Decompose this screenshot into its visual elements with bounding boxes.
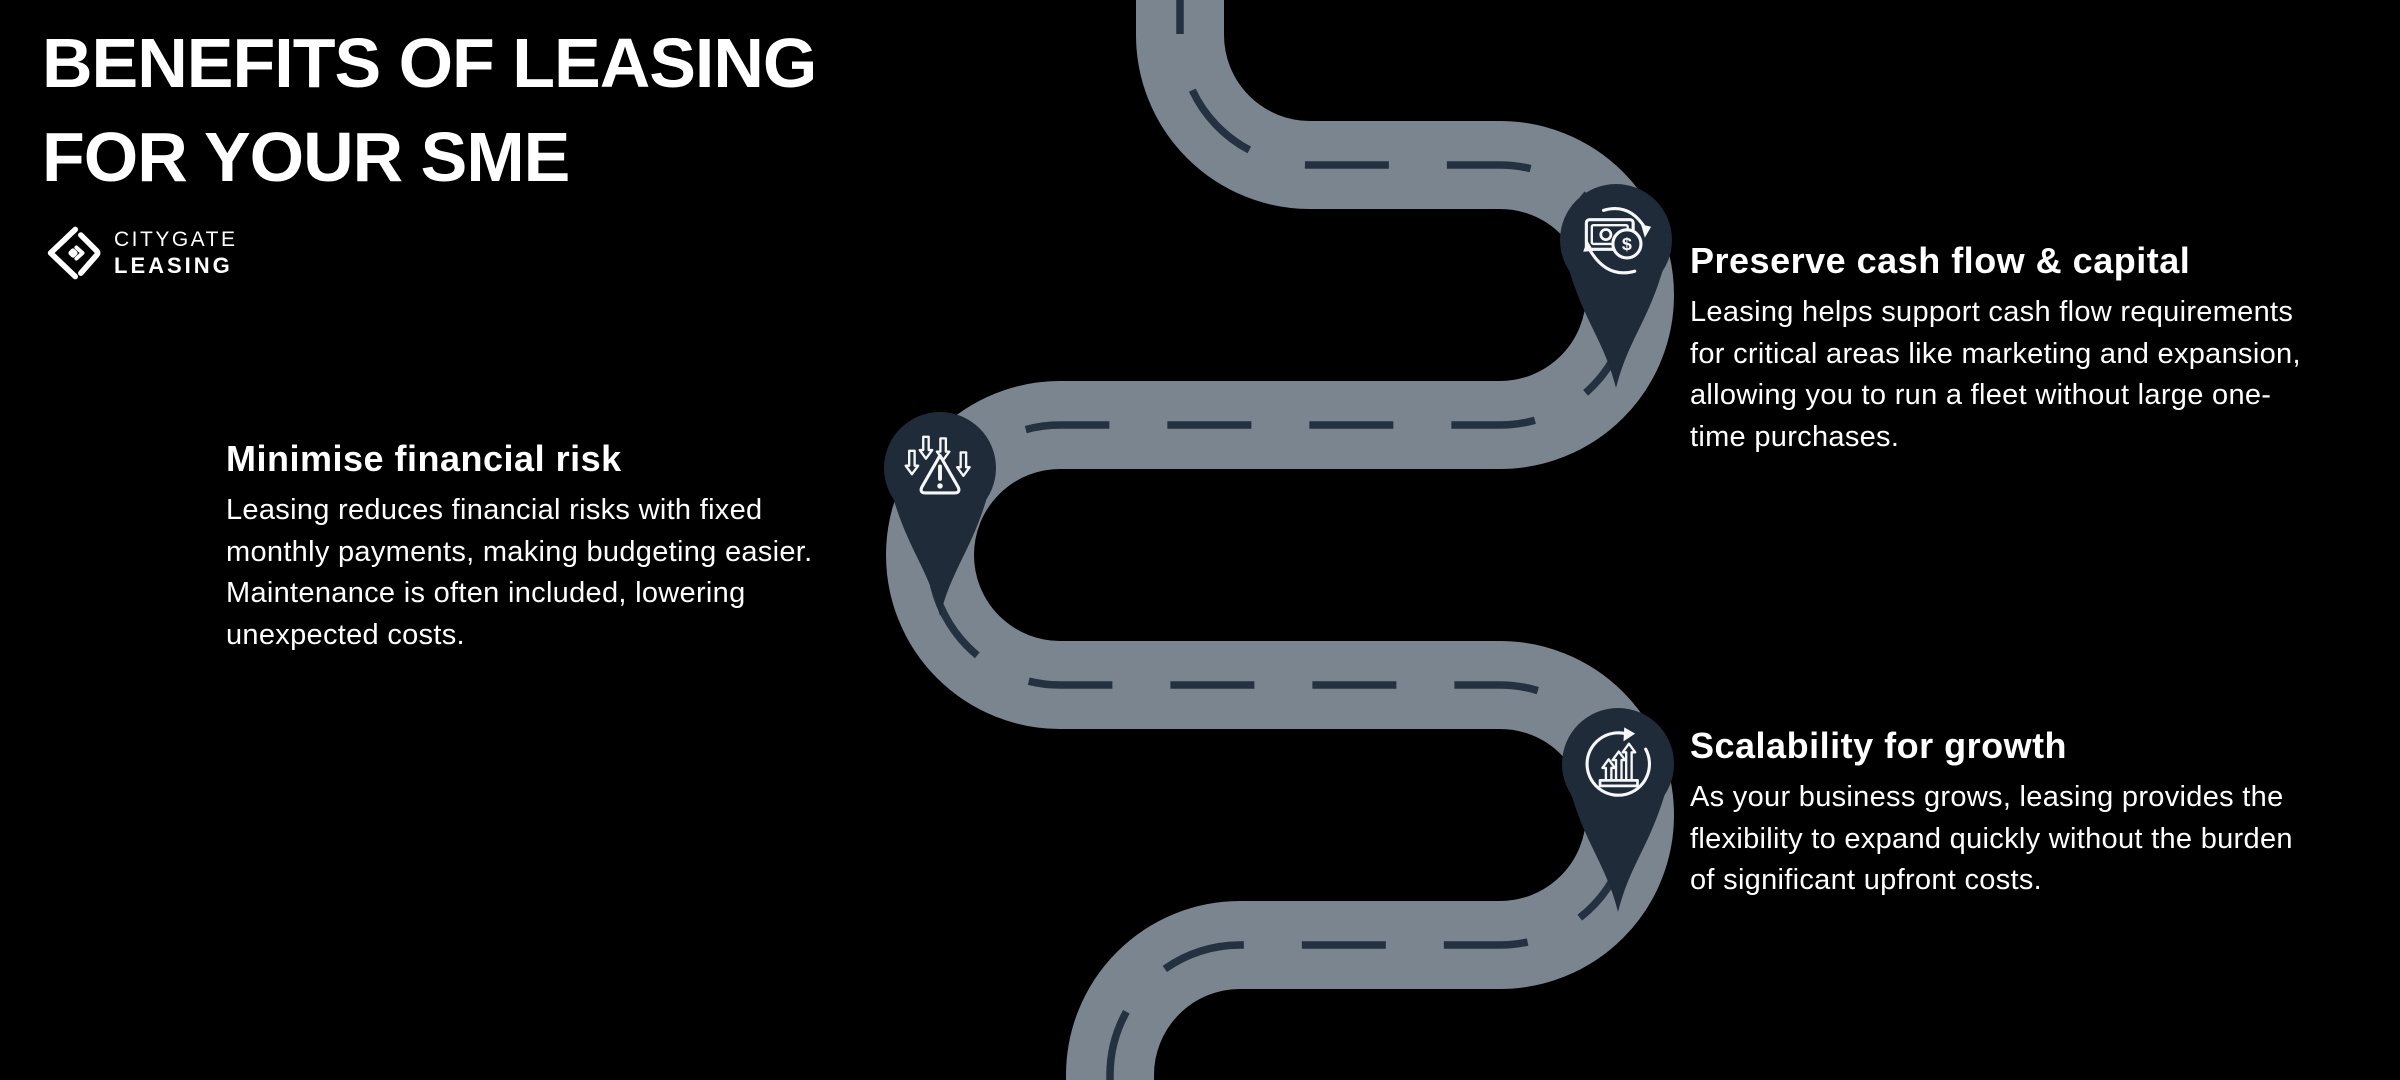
citygate-leasing-logo: CITYGATE LEASING <box>45 225 237 281</box>
citygate-diamond-logo-icon <box>47 226 101 280</box>
logo-wordmark: CITYGATE LEASING <box>114 227 237 279</box>
benefit-title: Scalability for growth <box>1690 725 2068 766</box>
pin-head <box>1562 708 1674 820</box>
growth-arrows-cycle-icon <box>1585 727 1651 797</box>
benefit-body: Leasing reduces financial risks with fix… <box>226 494 813 651</box>
benefit-body: Leasing helps support cash flow requirem… <box>1690 296 2301 453</box>
benefit-title: Preserve cash flow & capital <box>1690 240 2191 281</box>
map-pin-cash-flow: $ <box>1560 184 1672 388</box>
benefit-title: Minimise financial risk <box>226 438 622 479</box>
cash-cycle-icon: $ <box>1583 207 1652 275</box>
benefit-body: As your business grows, leasing provides… <box>1690 781 2293 896</box>
risk-warning-down-arrows-icon <box>904 435 971 495</box>
road-surface <box>886 0 1674 1080</box>
page-title: BENEFITS OF LEASING FOR YOUR SME <box>42 16 817 204</box>
map-pin-scalability <box>1562 708 1674 912</box>
benefit-section-preserve-cash-flow: Preserve cash flow & capital Leasing hel… <box>1690 240 2400 458</box>
logo-leasing-text: LEASING <box>114 253 233 278</box>
benefit-section-scalability-for-growth: Scalability for growth As your business … <box>1690 725 2400 902</box>
dollar-sign-glyph: $ <box>1622 234 1632 254</box>
pin-tail <box>1570 790 1666 912</box>
page-title-line2: FOR YOUR SME <box>42 118 570 196</box>
benefit-section-minimise-financial-risk: Minimise financial risk Leasing reduces … <box>226 438 946 656</box>
page-title-line1: BENEFITS OF LEASING <box>42 24 817 102</box>
pin-tail <box>1568 266 1664 388</box>
map-pin-financial-risk <box>884 412 996 616</box>
logo-citygate-text: CITYGATE <box>114 228 238 251</box>
pin-tail <box>892 494 988 616</box>
